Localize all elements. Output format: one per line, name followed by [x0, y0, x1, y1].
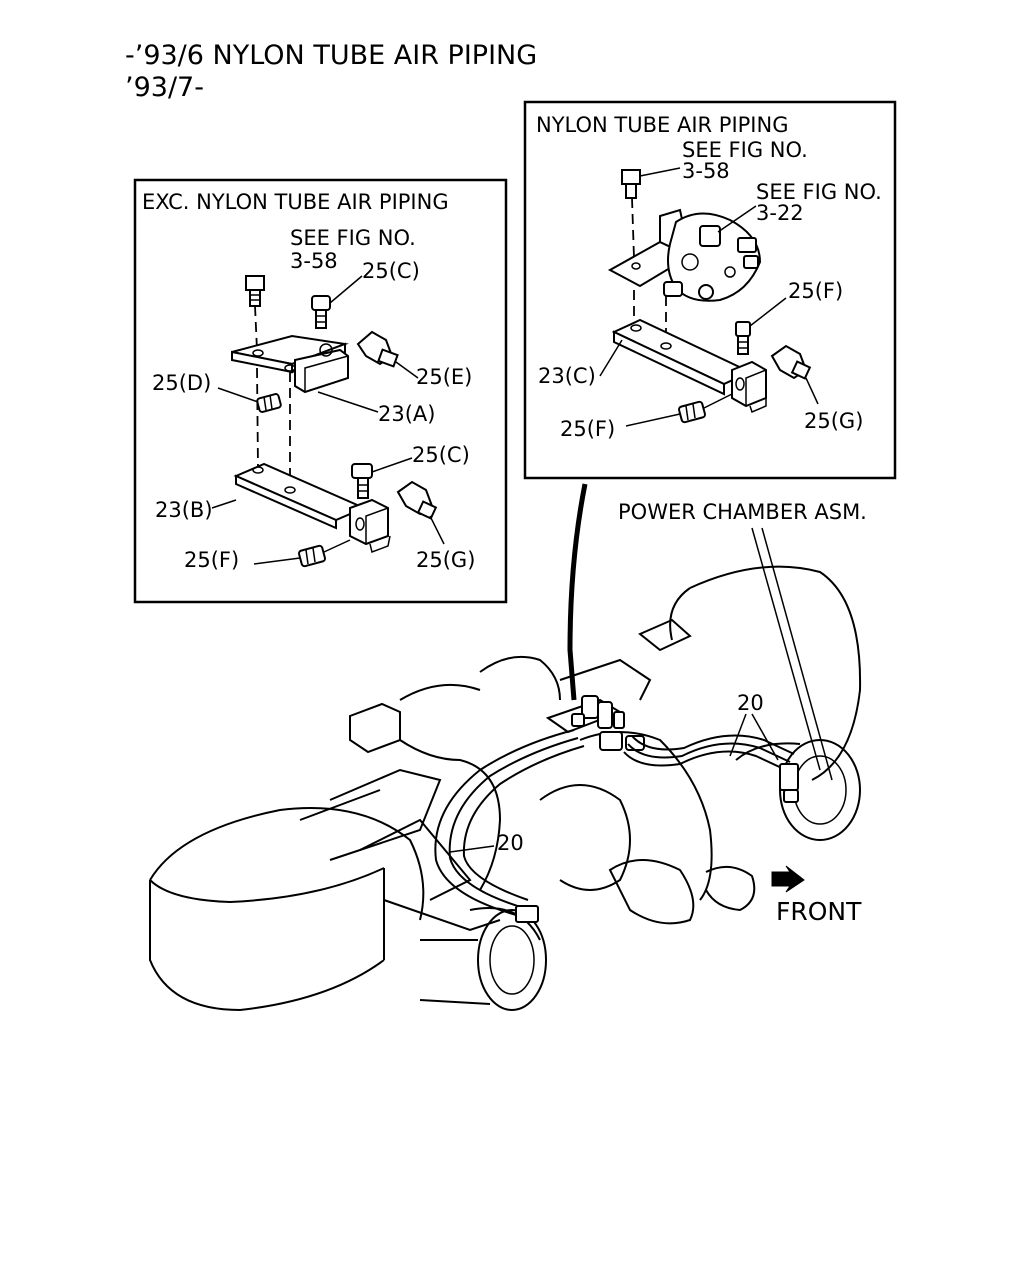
- label-23c: 23(C): [538, 364, 596, 388]
- left-box-frame: [133, 178, 508, 604]
- label-25g-right: 25(G): [804, 409, 863, 433]
- right-see-fig1-line1: SEE FIG NO.: [682, 138, 808, 162]
- fitting-25f-top-icon: [735, 321, 751, 355]
- label-25f-low: 25(F): [560, 417, 615, 441]
- bracket-23c-icon: [611, 318, 767, 414]
- label-25f-top: 25(F): [788, 279, 843, 303]
- right-see-fig2-line1: SEE FIG NO.: [756, 180, 882, 204]
- label-25c-low: 25(C): [412, 443, 470, 467]
- tube-connector-right-icon: [779, 763, 799, 791]
- label-25c-top: 25(C): [362, 259, 420, 283]
- front-label: FRONT: [776, 897, 862, 926]
- fitting-25f-left-icon: [298, 544, 326, 568]
- fitting-25g-left-icon: [396, 480, 438, 520]
- right-see-fig2-line2: 3-22: [756, 201, 804, 225]
- label-25e: 25(E): [416, 365, 472, 389]
- left-see-fig-line1: SEE FIG NO.: [290, 226, 416, 250]
- bracket-23a-icon: [231, 334, 349, 394]
- header-line2: ’93/7-: [125, 72, 204, 103]
- label-23b: 23(B): [155, 498, 213, 522]
- bolt-icon: [245, 275, 265, 307]
- bracket-23b-icon: [233, 462, 391, 553]
- fitting-25c-top-icon: [311, 295, 331, 329]
- right-see-fig1-line2: 3-58: [682, 159, 730, 183]
- tube-connector-lower-icon: [515, 905, 539, 923]
- fitting-25c-low-icon: [351, 463, 373, 499]
- fitting-25f-low-icon: [678, 400, 706, 424]
- label-23a: 23(A): [378, 402, 435, 426]
- fitting-25g-right-icon: [770, 344, 812, 380]
- axle-assembly: [149, 565, 862, 1012]
- valve-cluster-icon: [545, 695, 645, 751]
- nylon-tubes: [434, 695, 799, 923]
- left-box-title: EXC. NYLON TUBE AIR PIPING: [142, 190, 449, 214]
- fitting-25d-icon: [256, 393, 282, 413]
- leader-line: [567, 483, 588, 701]
- front-arrow-icon: [771, 865, 805, 893]
- right-box-frame: [523, 100, 897, 480]
- tube-label-lower: 20: [497, 831, 524, 855]
- label-25d: 25(D): [152, 371, 211, 395]
- header-line1: -’93/6 NYLON TUBE AIR PIPING: [125, 40, 537, 71]
- right-box-title: NYLON TUBE AIR PIPING: [536, 113, 788, 137]
- fitting-25e-icon: [356, 330, 399, 368]
- power-chamber-label: POWER CHAMBER ASM.: [618, 500, 867, 524]
- left-see-fig-line2: 3-58: [290, 249, 338, 273]
- bolt-right-icon: [621, 169, 641, 199]
- left-box: EXC. NYLON TUBE AIR PIPING SEE FIG NO. 3…: [133, 178, 508, 604]
- relay-valve-icon: [607, 208, 762, 302]
- tube-label-upper: 20: [737, 691, 764, 715]
- label-25f-left: 25(F): [184, 548, 239, 572]
- right-box: NYLON TUBE AIR PIPING SEE FIG NO. 3-58 S…: [523, 100, 897, 480]
- label-25g-left: 25(G): [416, 548, 475, 572]
